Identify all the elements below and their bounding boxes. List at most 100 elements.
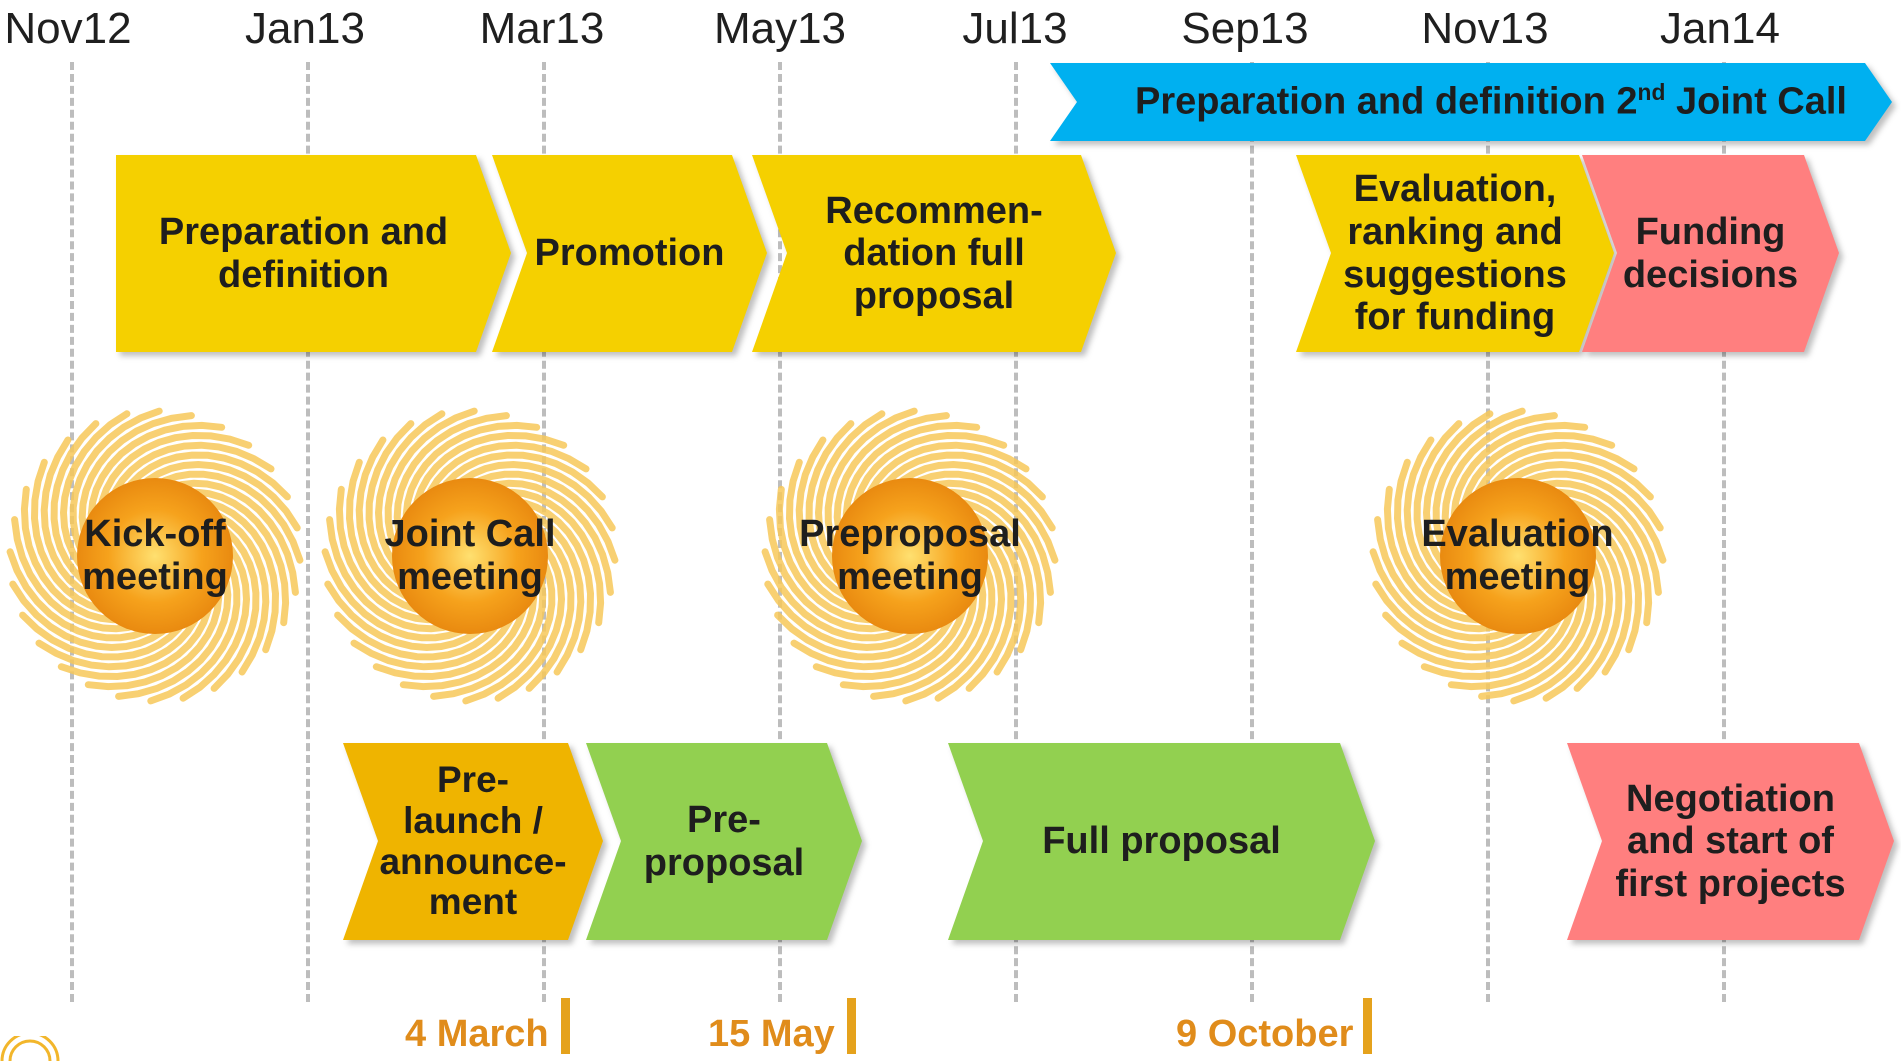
phase-label: Evaluation, ranking and suggestions for … [1343,168,1567,339]
sun-ray [1369,548,1522,642]
sun-ray [833,412,950,544]
sun-ray [906,470,1059,564]
sun-ray [35,607,203,671]
sun-ray [766,516,898,633]
sun-ray [324,580,490,652]
phase-arrow-full-proposal: Full proposal [948,743,1375,940]
sun-ray [326,516,458,633]
sun-ray [466,470,619,564]
month-label: Mar13 [479,4,605,53]
meeting-label: Evaluation meeting [1421,513,1614,598]
sun-ray [206,508,270,676]
arrow-shape [586,743,862,940]
sun-ray [402,421,541,530]
sun-ray [1403,436,1467,604]
meeting-label: Joint Call meeting [384,513,556,598]
phase-label: Pre- proposal [643,798,805,884]
sun-ray [775,485,884,624]
month-label: Nov13 [1421,4,1549,53]
sun-ray [107,441,275,505]
sun-ray [795,436,859,604]
sun-ray [19,611,189,661]
sun-ray [1470,441,1638,505]
sun-ray [785,458,870,615]
month-label: Jan13 [245,4,365,53]
sun-ray [1413,420,1463,590]
gridline [306,62,310,1002]
sun-ray [961,508,1025,676]
phase-arrow-preparation: Preparation and definition [116,155,511,352]
sun-ray [1383,485,1492,624]
sun-ray [936,488,1045,627]
sun-ray [1569,508,1633,676]
phase-label: Full proposal [1042,820,1281,863]
milestone-marker [561,998,570,1054]
sun-ray [393,412,510,544]
sun-ray [20,485,129,624]
sun-icon [321,407,619,705]
gridline [1250,62,1254,1002]
sun-ray [115,568,232,700]
meeting-label: Kick-off meeting [82,513,228,598]
sun-ray [195,497,280,654]
sun-ray [1372,580,1538,652]
phase-label: Preparation and definition 2nd Joint Cal… [1135,79,1847,124]
sun-ray [525,522,575,692]
sun-ray [1478,568,1595,700]
sun-ray [761,548,914,642]
sun-ray [805,420,855,590]
sun-ray [6,548,159,642]
sun-ray [922,479,1054,596]
sun-ray [422,441,590,505]
sun-ray [1573,522,1623,692]
sun-ray [1432,407,1526,560]
phase-arrow-prelaunch: Pre- launch / announce- ment [343,743,603,940]
sun-ray [839,582,978,691]
milestone-marker [1363,998,1372,1054]
sun-ray [1514,470,1667,564]
sun-ray [430,568,547,700]
sun-ray [365,420,415,590]
sun-ray [870,568,987,700]
sun-ray [1558,497,1643,654]
sun-ray [321,548,474,642]
sun-ray [69,407,163,560]
phase-arrow-recommendation: Recommen- dation full proposal [752,155,1116,352]
sun-ray [59,410,131,576]
sun-ray [764,580,930,652]
sun-ray [1498,460,1664,532]
phase-label: Recommen- dation full proposal [825,189,1043,317]
sun-ray [876,451,1046,501]
sun-ray [902,552,996,705]
sun-ray [78,412,195,544]
sun-ray [950,497,1035,654]
sun-ray [510,497,595,654]
sun-ray [50,420,100,590]
arrow-shape [116,155,511,352]
sun-ray [496,488,605,627]
sun-ray [384,407,478,560]
arrow-shape [1296,155,1614,352]
sun-ray [210,522,260,692]
meeting-label: Preproposal meeting [799,513,1021,598]
phase-arrow-evaluation: Evaluation, ranking and suggestions for … [1296,155,1614,352]
gridline [1722,62,1726,1002]
month-label: May13 [713,4,847,53]
sun-ray [334,611,504,661]
sun-ray [1393,458,1478,615]
sun-ray [87,421,226,530]
sun-ray [436,451,606,501]
sun-ray [372,596,529,681]
month-label: Nov12 [4,4,132,53]
phase-arrow-preproposal: Pre- proposal [586,743,862,940]
sun-icon [761,407,1059,705]
sun-ray [1447,582,1586,691]
sun-ray [812,596,969,681]
sun-ray [411,431,568,516]
sun-ray [1542,536,1614,702]
sun-ray [1422,410,1494,576]
sun-ray [84,582,223,691]
milestone-label: 9 October [1176,1013,1354,1055]
phase-label: Funding decisions [1622,210,1799,296]
phase-arrow-funding: Funding decisions [1582,155,1839,352]
